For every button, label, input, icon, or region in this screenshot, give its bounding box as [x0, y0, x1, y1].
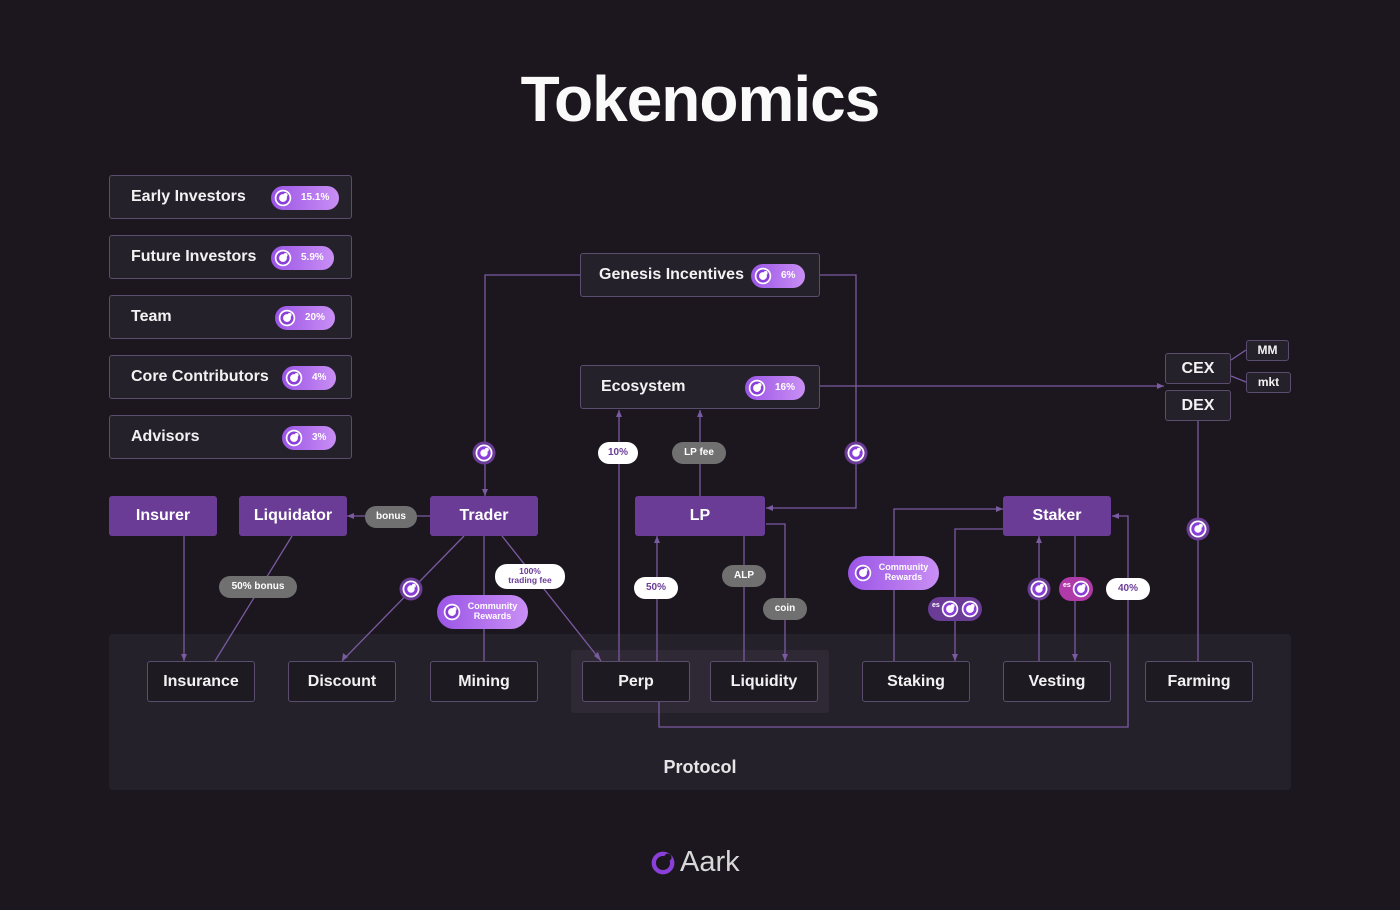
genesis-label: Genesis Incentives	[599, 266, 744, 283]
allocation-core-contributors: Core Contributors 4%	[109, 355, 352, 399]
liquidator-box: Liquidator	[239, 496, 347, 536]
cex-box: CEX	[1165, 353, 1231, 384]
insurer-box: Insurer	[109, 496, 217, 536]
token-icon	[854, 564, 872, 582]
token-icon	[748, 379, 766, 397]
es-label: es	[1063, 582, 1071, 589]
ecosystem-pill: 16%	[745, 376, 806, 400]
allocation-label: Core Contributors	[131, 368, 269, 385]
es-label: es	[932, 602, 940, 609]
community-line1: Community	[878, 562, 929, 572]
allocation-pct: 15.1%	[301, 192, 330, 203]
ten-percent-tag: 10%	[598, 442, 638, 464]
trader-box: Trader	[430, 496, 538, 536]
bonus-tag: bonus	[365, 506, 417, 528]
es-token-badge: es	[928, 597, 982, 621]
trading-fee-line2: trading fee	[508, 575, 552, 585]
token-icon	[941, 600, 959, 618]
bonus-50-tag: 50% bonus	[219, 576, 297, 598]
dex-box: DEX	[1165, 390, 1231, 421]
token-icon	[1072, 580, 1090, 598]
allocation-pct: 4%	[312, 372, 327, 383]
forty-percent-tag: 40%	[1106, 578, 1150, 600]
allocation-pill: 20%	[275, 306, 336, 330]
alp-tag: ALP	[722, 565, 766, 587]
community-line2: Rewards	[884, 572, 923, 582]
mkt-box: mkt	[1246, 372, 1291, 393]
community-line1: Community	[467, 601, 518, 611]
protocol-vesting: Vesting	[1003, 661, 1111, 702]
protocol-staking: Staking	[862, 661, 970, 702]
token-icon	[443, 603, 461, 621]
allocation-future-investors: Future Investors 5.9%	[109, 235, 352, 279]
allocation-pill: 3%	[282, 426, 337, 450]
genesis-pill: 6%	[751, 264, 806, 288]
allocation-pill: 15.1%	[271, 186, 340, 210]
trading-fee-line1: 100%	[519, 566, 541, 576]
ecosystem-label: Ecosystem	[601, 378, 686, 395]
token-node-icon	[399, 577, 423, 601]
token-node-icon	[1027, 577, 1051, 601]
allocation-label: Future Investors	[131, 248, 257, 265]
token-icon	[961, 600, 979, 618]
es-token-badge: es	[1059, 577, 1093, 601]
page-title: Tokenomics	[520, 63, 881, 135]
protocol-mining: Mining	[430, 661, 538, 702]
allocation-advisors: Advisors 3%	[109, 415, 352, 459]
lp-box: LP	[635, 496, 765, 536]
community-rewards-badge: Community Rewards	[437, 595, 528, 629]
token-node-icon	[472, 441, 496, 465]
community-rewards-badge: Community Rewards	[848, 556, 939, 590]
protocol-farming: Farming	[1145, 661, 1253, 702]
brand-name: Aark	[680, 846, 740, 878]
brand-icon	[651, 851, 675, 875]
ecosystem-pct: 16%	[775, 382, 796, 393]
token-node-icon	[1186, 517, 1210, 541]
genesis-pct: 6%	[781, 270, 796, 281]
token-icon	[754, 267, 772, 285]
staker-box: Staker	[1003, 496, 1111, 536]
allocation-pill: 4%	[282, 366, 337, 390]
protocol-label: Protocol	[663, 757, 737, 777]
allocation-pct: 20%	[305, 312, 326, 323]
protocol-perp: Perp	[582, 661, 690, 702]
allocation-pct: 3%	[312, 432, 327, 443]
protocol-discount: Discount	[288, 661, 396, 702]
fifty-percent-tag: 50%	[634, 577, 678, 599]
allocation-label: Advisors	[131, 428, 200, 445]
allocation-label: Early Investors	[131, 188, 246, 205]
allocation-label: Team	[131, 308, 172, 325]
allocation-pct: 5.9%	[301, 252, 324, 263]
coin-tag: coin	[763, 598, 807, 620]
allocation-team: Team 20%	[109, 295, 352, 339]
token-node-icon	[844, 441, 868, 465]
lp-fee-tag: LP fee	[672, 442, 726, 464]
allocation-pill: 5.9%	[271, 246, 334, 270]
protocol-insurance: Insurance	[147, 661, 255, 702]
ecosystem-box: Ecosystem 16%	[580, 365, 820, 409]
community-line2: Rewards	[473, 611, 512, 621]
protocol-liquidity: Liquidity	[710, 661, 818, 702]
allocation-early-investors: Early Investors 15.1%	[109, 175, 352, 219]
trading-fee-tag: 100% trading fee	[495, 564, 565, 589]
mm-box: MM	[1246, 340, 1289, 361]
genesis-incentives-box: Genesis Incentives 6%	[580, 253, 820, 297]
